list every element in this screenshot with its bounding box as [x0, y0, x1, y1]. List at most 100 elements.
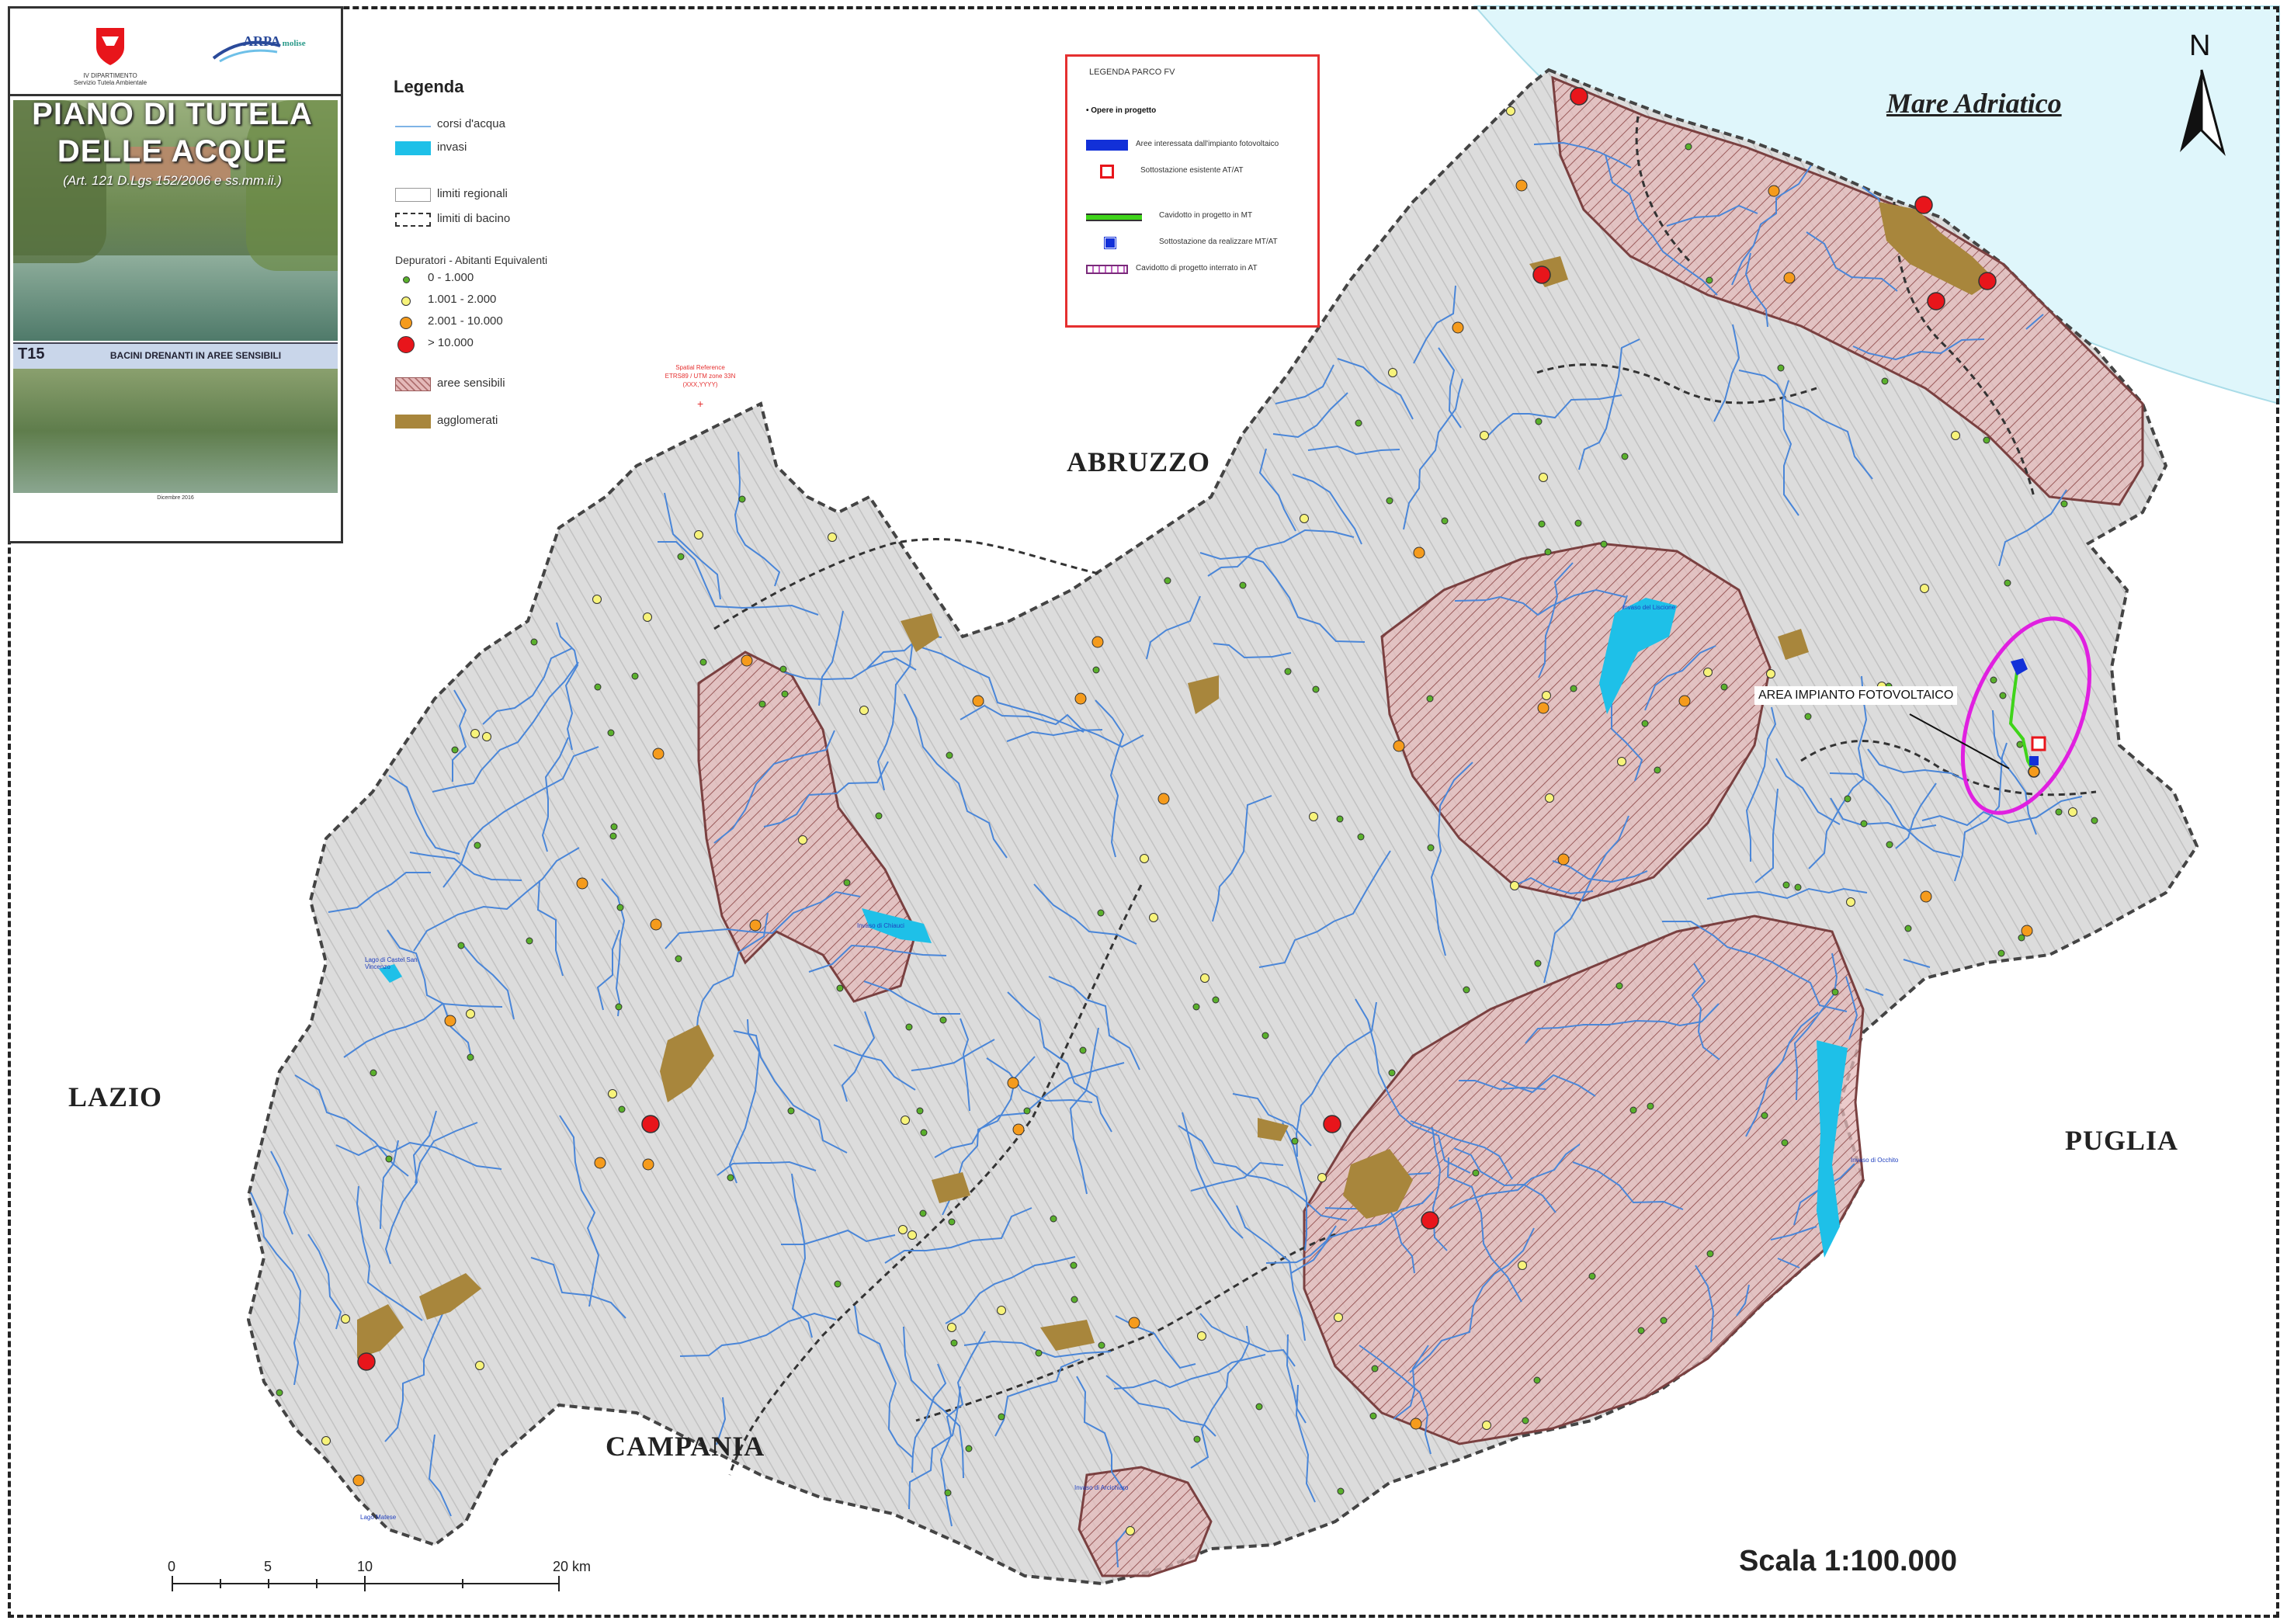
depuratore-point	[779, 665, 787, 673]
depuratore-point	[1920, 890, 1932, 903]
river-segment	[994, 1359, 1081, 1437]
river-segment	[384, 1292, 464, 1442]
blue-square-icon	[1104, 237, 1116, 249]
depuratore-point	[1193, 1435, 1201, 1443]
lake-occhito[interactable]	[1817, 1040, 1848, 1258]
depuratore-point	[444, 1015, 456, 1027]
river-segment	[734, 451, 781, 587]
river-segment	[1292, 474, 1362, 545]
depuratore-point	[1782, 881, 1790, 889]
river-segment	[934, 1062, 1125, 1158]
depuratore-point	[631, 672, 639, 680]
depuratore-point	[2068, 807, 2077, 817]
river-segment	[1359, 1345, 1432, 1455]
river-segment	[1290, 1191, 1434, 1274]
point-xlarge-icon	[397, 336, 415, 353]
depuratore-point	[1097, 909, 1105, 917]
river-segment	[1178, 1125, 1348, 1221]
river-segment	[1605, 154, 1718, 296]
sensitive-area-south[interactable]	[1078, 1466, 1213, 1577]
legend-item-lakes: invasi	[392, 139, 640, 158]
sensitive-area-occhito[interactable]	[1303, 914, 1865, 1445]
scalebar	[172, 1576, 560, 1591]
pv-area-blue[interactable]	[2011, 658, 2028, 675]
river-segment	[1992, 710, 2037, 835]
river-segment	[270, 1150, 293, 1235]
depuratore-point	[758, 700, 766, 708]
scalebar-tick-5: 5	[264, 1559, 272, 1574]
lake-liscione[interactable]	[1599, 598, 1677, 714]
depuratore-point	[1804, 713, 1812, 720]
arpa-logo-icon	[212, 40, 281, 63]
legend-item-basin-limits: limiti di bacino	[392, 210, 640, 229]
pv-area-highlight[interactable]	[1938, 600, 2115, 831]
depuratore-point	[576, 877, 588, 890]
river-segment	[783, 657, 917, 681]
depuratore-point	[1534, 959, 1542, 967]
depuratore-point	[1126, 1526, 1135, 1536]
river-segment	[911, 1363, 947, 1473]
depuratore-point	[1783, 272, 1796, 284]
pv-substation-new[interactable]	[2029, 756, 2039, 765]
river-segment	[1533, 141, 1632, 168]
sensitive-area-chiauci[interactable]	[697, 651, 918, 1003]
sensitive-area-liscione[interactable]	[1380, 542, 1772, 902]
river-segment	[1713, 324, 1740, 422]
river-segment	[808, 944, 947, 973]
river-segment	[387, 929, 472, 1058]
river-segment	[1830, 797, 1937, 831]
depuratore-point	[1766, 669, 1775, 678]
depuratore-point	[898, 1225, 908, 1234]
lake-chiauci[interactable]	[862, 908, 932, 943]
depuratore-point	[1570, 685, 1577, 692]
river-segment	[530, 1257, 626, 1319]
depuratore-point	[1091, 636, 1104, 648]
depuratore-point	[1463, 986, 1470, 994]
sensitive-area-coast[interactable]	[1551, 75, 2144, 506]
depuratore-point	[352, 1474, 365, 1487]
pv-project[interactable]	[1909, 600, 2115, 831]
point-medium-icon	[401, 297, 411, 306]
region-label-campania: CAMPANIA	[606, 1431, 765, 1462]
river-segment	[601, 878, 626, 1017]
depuratore-point	[787, 1107, 795, 1115]
north-arrow-icon	[2180, 69, 2226, 156]
pv-area-label[interactable]: AREA IMPIANTO FOTOVOLTAICO	[1754, 686, 1958, 705]
depuratore-point	[608, 1089, 617, 1098]
river-segment	[658, 541, 819, 616]
plan-subtitle: (Art. 121 D.Lgs 152/2006 e ss.mm.ii.)	[63, 173, 282, 188]
basin-boundaries	[713, 116, 2097, 1476]
river-segment	[541, 737, 569, 852]
depuratore-point	[1480, 431, 1489, 440]
depuratore-point-large	[1570, 87, 1588, 106]
pv-substation-existing[interactable]	[2031, 736, 2046, 751]
river-segment	[1199, 552, 1366, 643]
pv-cable-mt[interactable]	[2008, 671, 2037, 776]
red-square-icon	[1100, 165, 1114, 179]
river-segment	[328, 872, 431, 913]
depuratore-point	[1515, 179, 1528, 192]
river-segment	[1691, 963, 1720, 1060]
depuratore-point	[834, 1280, 842, 1288]
river-segment	[1666, 204, 1758, 227]
legend-item-dep-4: > 10.000	[392, 335, 640, 353]
plan-title: PIANO DI TUTELA DELLE ACQUE	[32, 97, 313, 168]
river-segment	[1867, 748, 1969, 783]
depuratore-point	[1388, 1069, 1396, 1077]
depuratore-point	[1844, 795, 1851, 803]
river-segment	[1105, 1375, 1216, 1437]
river-segment	[409, 852, 522, 881]
river-segment	[413, 847, 580, 952]
depuratore-point	[1092, 666, 1100, 674]
river-segment	[1777, 1258, 1800, 1268]
river-segment	[432, 661, 579, 793]
river-segment	[939, 1331, 986, 1527]
river-segment	[1695, 1265, 1715, 1343]
depuratore-point	[1951, 431, 1960, 440]
river-photo-bottom	[13, 369, 338, 493]
river-segment	[1413, 285, 1456, 364]
river-segment	[960, 1018, 970, 1112]
river-segment	[335, 1141, 502, 1170]
lake-castel-san-vincenzo[interactable]	[379, 964, 402, 983]
